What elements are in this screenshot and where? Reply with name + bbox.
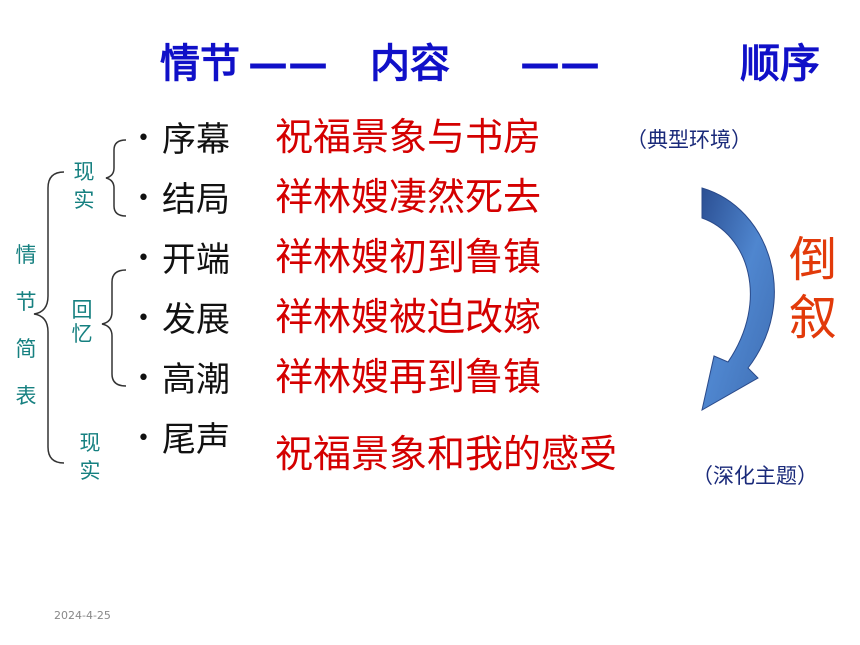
stage-prologue: • 序幕 <box>137 123 230 157</box>
content-development: 祥林嫂被迫改嫁 <box>275 295 542 339</box>
note-deepen-theme: （深化主题） <box>692 464 818 488</box>
stage-label: 尾声 <box>161 420 230 460</box>
stage-epilogue: • 尾声 <box>137 423 230 457</box>
stage-label: 开端 <box>161 240 230 280</box>
content-ending: 祥林嫂凄然死去 <box>275 175 542 219</box>
header-order: 顺序 <box>740 41 820 87</box>
flashback-label: 倒叙 <box>788 232 837 346</box>
header-dash-1: —— <box>248 41 328 87</box>
reality-label-bottom: 现实 <box>79 431 101 483</box>
reality-brace <box>105 139 127 217</box>
stage-climax: • 高潮 <box>137 363 230 397</box>
stage-label: 发展 <box>161 300 230 340</box>
stage-label: 序幕 <box>161 120 230 160</box>
content-epilogue: 祝福景象和我的感受 <box>275 432 618 476</box>
stage-label: 高潮 <box>161 360 230 400</box>
header-dash-2: —— <box>520 41 600 87</box>
bullet-icon: • <box>137 305 150 331</box>
content-climax: 祥林嫂再到鲁镇 <box>275 355 542 399</box>
bullet-icon: • <box>137 185 150 211</box>
plot-summary-label: 情节简表 <box>15 243 37 408</box>
memory-brace <box>101 269 127 387</box>
header-plot: 情节 <box>160 41 240 87</box>
bullet-icon: • <box>137 245 150 271</box>
stage-beginning: • 开端 <box>137 243 230 277</box>
stage-label: 结局 <box>161 180 230 220</box>
note-typical-environment: （典型环境） <box>626 128 752 152</box>
stage-development: • 发展 <box>137 303 230 337</box>
header-content: 内容 <box>370 41 450 87</box>
flashback-arrow <box>701 187 775 411</box>
slide-date: 2024-4-25 <box>54 609 111 622</box>
stage-ending: • 结局 <box>137 183 230 217</box>
main-brace <box>33 171 65 464</box>
content-prologue: 祝福景象与书房 <box>275 115 542 159</box>
reality-label-top: 现实 <box>73 160 95 212</box>
bullet-icon: • <box>137 365 150 391</box>
bullet-icon: • <box>137 425 150 451</box>
memory-label: 回忆 <box>71 298 93 346</box>
content-beginning: 祥林嫂初到鲁镇 <box>275 235 542 279</box>
bullet-icon: • <box>137 125 150 151</box>
